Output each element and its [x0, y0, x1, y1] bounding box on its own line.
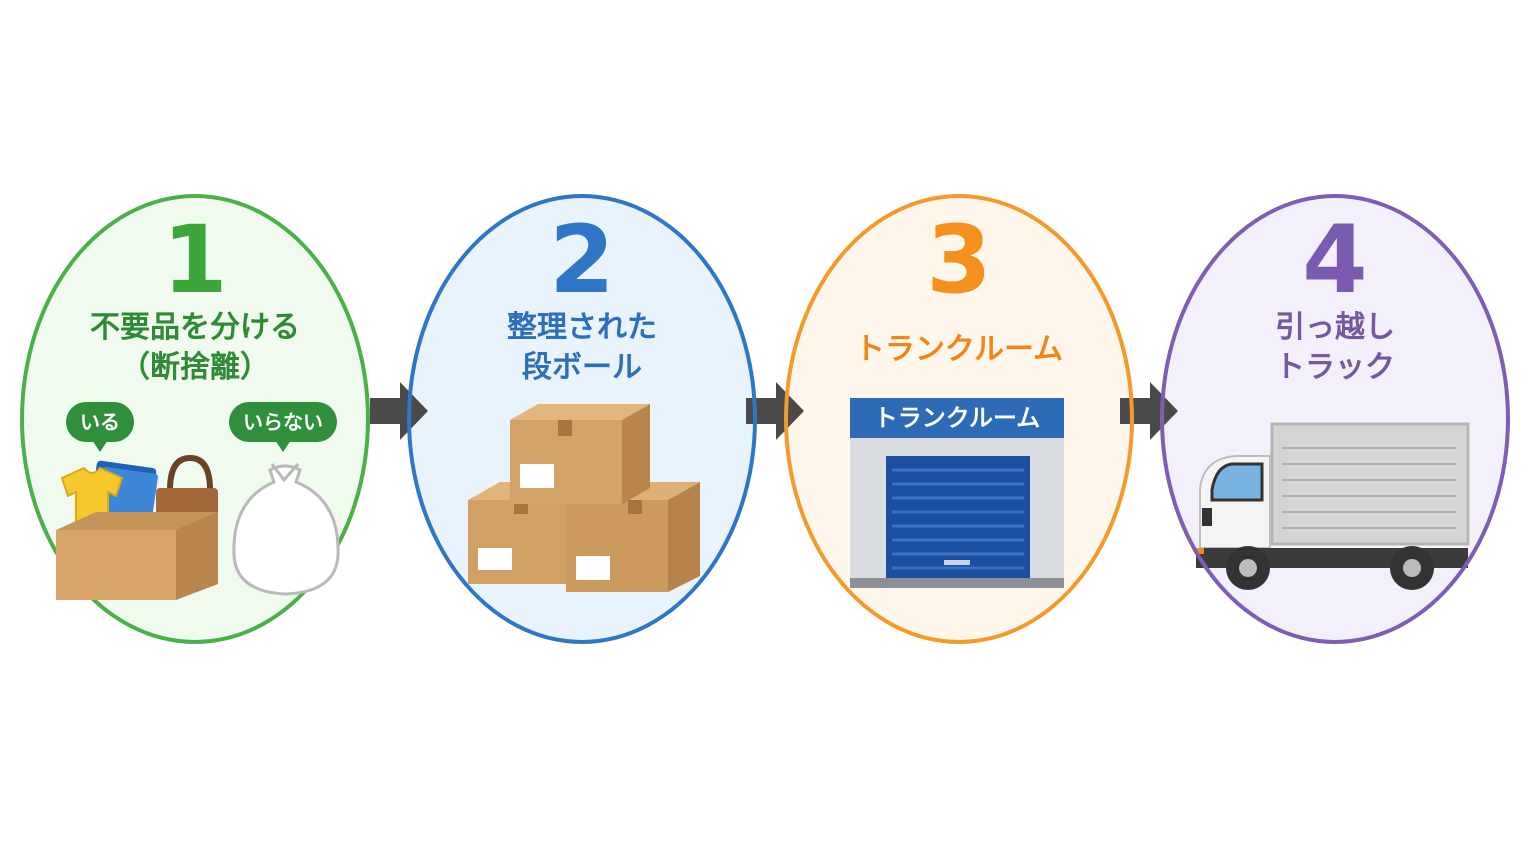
step-2-number: 2 [549, 206, 615, 315]
storage-sign: トランクルーム [850, 398, 1064, 438]
step-3-title: トランクルーム [854, 332, 1064, 367]
step-4-number: 4 [1302, 206, 1368, 315]
discard-bubble: いらない [229, 402, 337, 452]
step-3-circle: 3 トランクルーム [784, 194, 1134, 644]
step-2-circle: 2 整理された 段ボール [407, 194, 757, 644]
keep-bubble: いる [66, 402, 134, 452]
trash-bag-icon [232, 463, 340, 596]
step-1-title: 不要品を分ける （断捨離） [90, 310, 300, 385]
step-3-number: 3 [926, 206, 992, 315]
step-2-title: 整理された 段ボール [507, 310, 657, 385]
step-1-number: 1 [162, 206, 228, 315]
step-4-title: 引っ越し トラック [1275, 310, 1395, 385]
step-4-circle: 4 引っ越し トラック [1160, 194, 1510, 644]
box-icon [56, 512, 218, 600]
keep-box-icon [56, 454, 218, 600]
